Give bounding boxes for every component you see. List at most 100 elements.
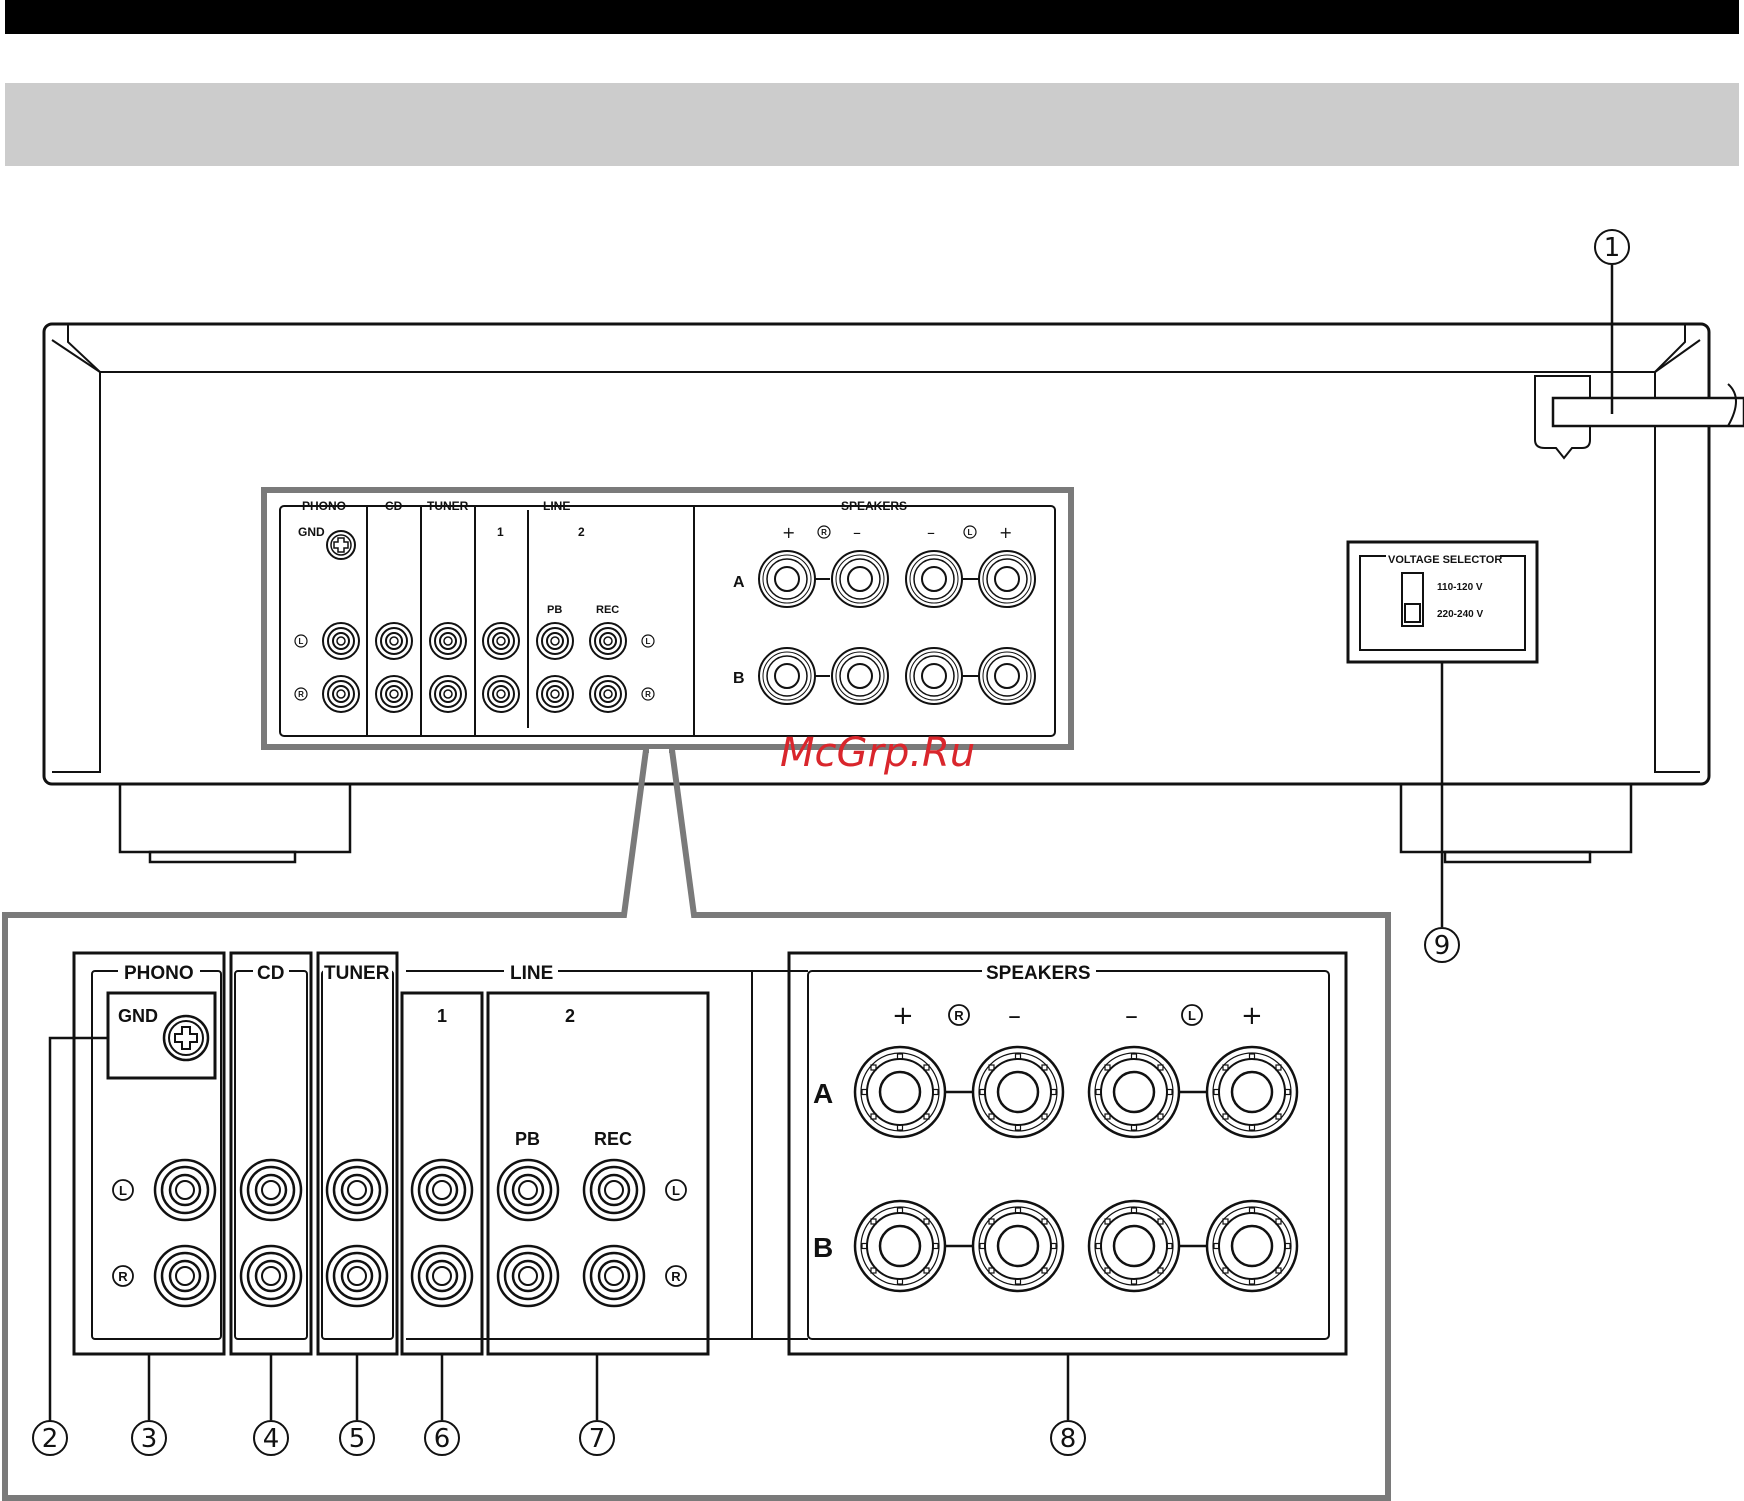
gnd-screw-icon [327, 531, 355, 559]
rca-jack-icon [323, 623, 359, 659]
callout-2: 2 [33, 1421, 67, 1455]
rca-jack-icon [412, 1160, 472, 1220]
polarity-minus: – [853, 523, 861, 542]
speaker-terminal-icon [906, 551, 962, 607]
label-cd: CD [257, 963, 284, 984]
svg-text:L: L [1188, 1008, 1196, 1023]
rca-jack-icon [430, 676, 466, 712]
rca-jack-icon [584, 1246, 644, 1306]
power-cord-icon [1535, 376, 1744, 458]
label-phono: PHONO [124, 963, 194, 984]
foot-right [1401, 784, 1631, 862]
callout-3: 3 [132, 1421, 166, 1455]
svg-text:R: R [298, 690, 304, 699]
rca-jack-icon [590, 676, 626, 712]
callout-8: 8 [1051, 1421, 1085, 1455]
speaker-terminal-icon [979, 648, 1035, 704]
rca-jack-icon [241, 1246, 301, 1306]
svg-text:R: R [645, 690, 651, 699]
callout-7: 7 [580, 1421, 614, 1455]
label-row-b: B [733, 670, 745, 687]
voltage-selector-title: VOLTAGE SELECTOR [1388, 554, 1502, 566]
svg-text:L: L [646, 637, 651, 646]
rca-jack-icon [584, 1160, 644, 1220]
speaker-terminal-icon [979, 551, 1035, 607]
svg-text:6: 6 [434, 1424, 451, 1454]
speaker-terminal-icon [759, 648, 815, 704]
speaker-terminal-icon [855, 1047, 945, 1137]
label-line: LINE [543, 499, 570, 513]
svg-text:8: 8 [1060, 1424, 1077, 1454]
polarity-minus: – [1125, 1001, 1138, 1031]
speaker-terminal-icon [1089, 1047, 1179, 1137]
label-line-1: 1 [437, 1006, 447, 1026]
label-line-2: 2 [565, 1006, 575, 1026]
polarity-minus: – [927, 523, 935, 542]
rca-jack-icon [537, 676, 573, 712]
watermark: McGrp.Ru [780, 730, 975, 776]
label-rec: REC [594, 1129, 632, 1149]
label-rec: REC [596, 604, 619, 616]
speaker-terminal-icon [832, 551, 888, 607]
label-row-a: A [733, 574, 745, 591]
speaker-terminal-icon [973, 1047, 1063, 1137]
rca-jack-icon [327, 1160, 387, 1220]
label-tuner: TUNER [324, 963, 390, 984]
polarity-minus: – [1008, 1001, 1021, 1031]
callout-6: 6 [425, 1421, 459, 1455]
svg-text:L: L [968, 528, 973, 537]
foot-left [120, 784, 350, 862]
speaker-terminal-icon [855, 1201, 945, 1291]
label-pb: PB [547, 604, 562, 616]
speaker-terminal-icon [1089, 1201, 1179, 1291]
svg-text:R: R [954, 1008, 964, 1023]
callout-5: 5 [340, 1421, 374, 1455]
voltage-switch-icon [1402, 573, 1423, 626]
rca-jack-icon [498, 1246, 558, 1306]
rca-jack-icon [483, 676, 519, 712]
speaker-terminal-icon [906, 648, 962, 704]
label-line: LINE [510, 963, 553, 984]
label-row-a: A [813, 1078, 833, 1109]
callout-9: 9 [1425, 928, 1459, 962]
voltage-option-2: 220-240 V [1437, 609, 1483, 620]
speaker-terminal-icon [1207, 1047, 1297, 1137]
polarity-plus: + [892, 1001, 914, 1031]
callout-4: 4 [254, 1421, 288, 1455]
rca-jack-icon [483, 623, 519, 659]
label-speakers: SPEAKERS [841, 499, 907, 513]
rca-jack-icon [376, 623, 412, 659]
speaker-terminal-icon [1207, 1201, 1297, 1291]
svg-text:R: R [671, 1269, 681, 1284]
svg-text:L: L [672, 1183, 680, 1198]
rca-jack-icon [241, 1160, 301, 1220]
svg-text:R: R [118, 1269, 128, 1284]
svg-text:R: R [821, 528, 827, 537]
svg-text:1: 1 [1604, 233, 1621, 263]
callout-1: 1 [1595, 230, 1629, 264]
polarity-plus: + [782, 523, 795, 542]
svg-text:5: 5 [349, 1424, 366, 1454]
svg-text:L: L [119, 1183, 127, 1198]
polarity-plus: + [1241, 1001, 1263, 1031]
label-gnd: GND [118, 1006, 158, 1026]
rca-jack-icon [498, 1160, 558, 1220]
speaker-terminal-icon [973, 1201, 1063, 1291]
svg-text:4: 4 [263, 1424, 280, 1454]
label-cd: CD [385, 499, 403, 513]
rca-jack-icon [430, 623, 466, 659]
label-phono: PHONO [302, 499, 346, 513]
svg-text:3: 3 [141, 1424, 158, 1454]
label-speakers: SPEAKERS [986, 963, 1091, 984]
voltage-selector: VOLTAGE SELECTOR 110-120 V 220-240 V [1348, 542, 1537, 662]
svg-text:2: 2 [42, 1424, 59, 1454]
svg-text:9: 9 [1434, 931, 1451, 961]
rear-panel-inset: PHONO CD TUNER LINE SPEAKERS GND 1 2 PB … [264, 490, 1071, 747]
label-line-2: 2 [578, 525, 585, 539]
svg-text:L: L [299, 637, 304, 646]
voltage-option-1: 110-120 V [1437, 582, 1483, 593]
label-row-b: B [813, 1232, 833, 1263]
rca-jack-icon [327, 1246, 387, 1306]
rca-jack-icon [590, 623, 626, 659]
